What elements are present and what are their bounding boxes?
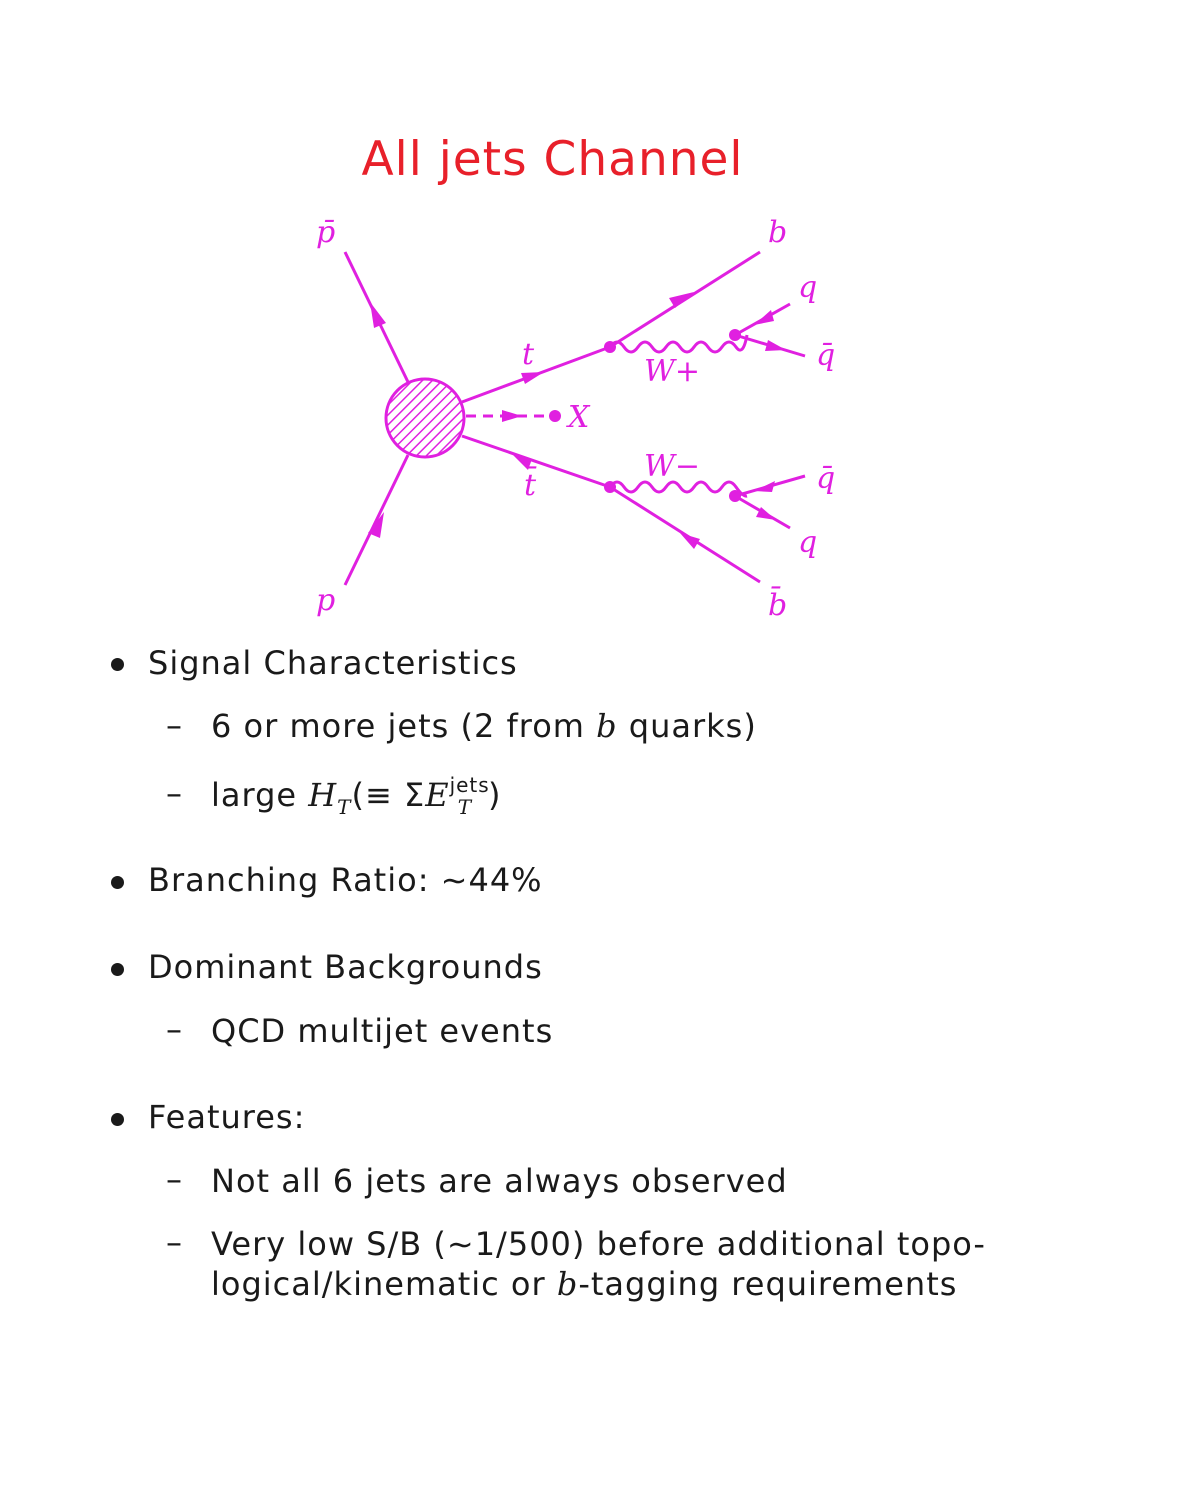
bullet-signal: Signal Characteristics	[148, 644, 518, 682]
sub-ht-close: )	[488, 776, 502, 814]
label-q-top: q	[798, 270, 817, 305]
sub-jets-post: quarks)	[617, 707, 757, 745]
p-line	[343, 454, 410, 586]
vertex-tbar	[604, 481, 616, 493]
sub-sb-line2-post: -tagging requirements	[578, 1265, 958, 1303]
page-title: All jets Channel	[361, 132, 744, 187]
sub-jets-pre: 6 or more jets (2 from	[211, 707, 597, 745]
q-top-arrow	[754, 310, 774, 325]
sub-jets-b: b	[596, 707, 618, 745]
bullet-dot	[111, 1113, 124, 1126]
vertex-x	[549, 410, 561, 422]
bullet-dot	[111, 963, 124, 976]
label-p: p	[316, 583, 335, 618]
bullet-features: Features:	[148, 1098, 306, 1136]
b-arrow	[669, 292, 694, 308]
label-wplus: W+	[644, 354, 700, 389]
tbar-line	[461, 434, 611, 489]
bullet-dot	[111, 876, 124, 889]
sub-jets: 6 or more jets (2 from b quarks)	[211, 707, 757, 745]
tbar-arrow	[513, 455, 532, 470]
sub-sb-line2: logical/kinematic or b-tagging requireme…	[211, 1265, 957, 1303]
pbar-arrow	[370, 302, 386, 328]
sub-ht-t: T	[337, 795, 352, 819]
dash: –	[166, 1160, 182, 1198]
vertex-t	[604, 341, 616, 353]
dash: –	[166, 706, 182, 744]
t-arrow	[521, 372, 544, 384]
dash: –	[166, 1010, 182, 1048]
sub-qcd: QCD multijet events	[211, 1012, 554, 1050]
vertex-wplus	[729, 329, 741, 341]
q-bottom-arrow	[756, 507, 776, 520]
bullet-backgrounds: Dominant Backgrounds	[148, 948, 543, 986]
sub-ht-t2: T	[457, 795, 473, 819]
dash: –	[166, 774, 182, 812]
bullet-branching: Branching Ratio: ∼44%	[148, 861, 543, 899]
label-wminus: W−	[644, 449, 700, 484]
label-t: t	[522, 337, 535, 372]
wminus-boson	[608, 480, 748, 498]
sub-ht: large HT(≡ ΣEjetsT)	[211, 773, 502, 819]
sub-ht-pre: large	[211, 776, 309, 814]
x-arrow	[502, 410, 522, 422]
sub-ht-h: H	[308, 776, 338, 814]
wplus-boson	[608, 334, 749, 354]
sub-sb-line1: Very low S/B (∼1/500) before additional …	[211, 1225, 986, 1263]
sub-not-all: Not all 6 jets are always observed	[211, 1162, 788, 1200]
label-qbar-top: q̄	[816, 338, 835, 373]
sub-ht-e: E	[425, 776, 450, 814]
sub-ht-open: (≡ Σ	[351, 776, 426, 814]
label-bbar: b̄	[768, 585, 787, 623]
sub-sb-line2-b: b	[556, 1265, 579, 1303]
label-pbar: p̄	[316, 215, 335, 250]
vertex-wminus	[729, 490, 741, 502]
label-x: X	[566, 400, 591, 435]
interaction-blob	[384, 377, 466, 459]
bullet-dot	[111, 658, 124, 671]
qbar-bottom-arrow	[754, 481, 775, 492]
sub-ht-jets: jets	[449, 773, 490, 797]
p-arrow	[368, 512, 384, 538]
dash: –	[166, 1223, 182, 1261]
sub-sb-line2-pre: logical/kinematic or	[211, 1265, 557, 1303]
feynman-diagram: p̄ p t t̄ X W+ W− b q q̄ q̄ q b̄	[316, 215, 835, 623]
label-tbar: t̄	[524, 465, 537, 503]
label-q-bottom: q	[798, 525, 817, 560]
bbar-arrow	[680, 533, 700, 549]
label-qbar-bottom: q̄	[816, 461, 835, 496]
qbar-top-arrow	[765, 340, 786, 351]
label-b-top: b	[768, 215, 787, 250]
